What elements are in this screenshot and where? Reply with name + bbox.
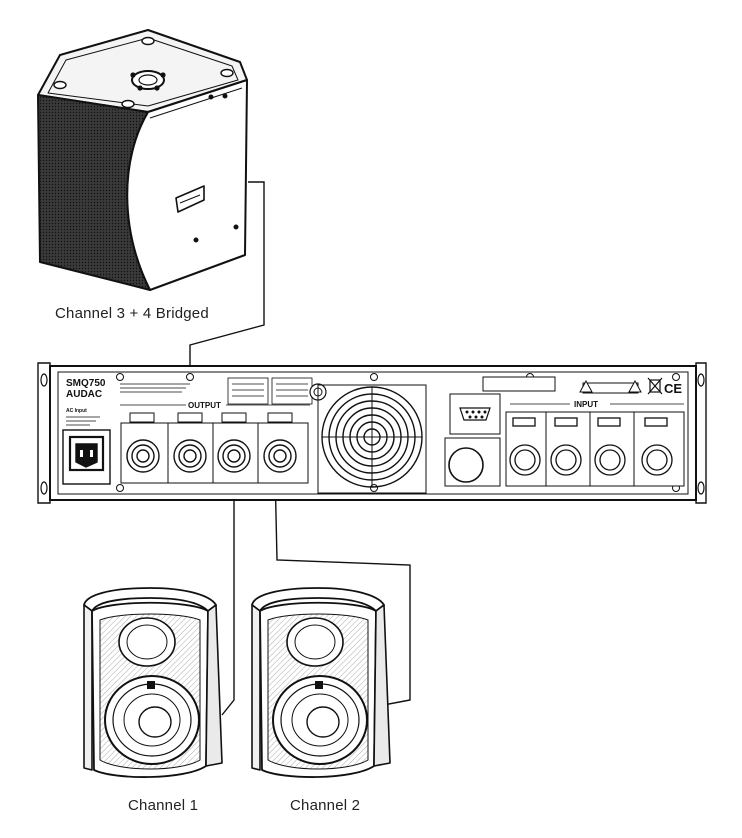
terminal-blocks (129, 412, 293, 423)
speakon-connector-icon (120, 422, 309, 484)
speaker-channel-2 (251, 587, 391, 779)
subwoofer-speaker (37, 29, 248, 291)
output-label: OUTPUT (188, 401, 221, 410)
model-name: SMQ750 (66, 378, 106, 389)
weee-bin-icon (647, 377, 663, 395)
input-label: INPUT (574, 400, 598, 409)
label-channel-2: Channel 2 (290, 797, 361, 814)
ce-mark-icon: CE (664, 381, 682, 396)
warning-icon (579, 379, 642, 393)
amplifier-rear-panel: SMQ750 AUDAC AC Input OUTPUT (37, 362, 707, 504)
power-inlet-icon (62, 429, 111, 485)
xlr-connector-icon (505, 411, 685, 487)
brand-name: AUDAC (66, 389, 102, 400)
serial-port (449, 393, 501, 435)
power-label: AC Input (66, 408, 87, 414)
ethernet-connector (444, 437, 501, 487)
speaker-channel-1 (83, 587, 223, 778)
label-channel-1: Channel 1 (128, 797, 199, 814)
dip-switch-block (227, 377, 313, 405)
fan-grille-icon (317, 384, 427, 494)
label-bridged-channels: Channel 3 + 4 Bridged (55, 305, 209, 322)
